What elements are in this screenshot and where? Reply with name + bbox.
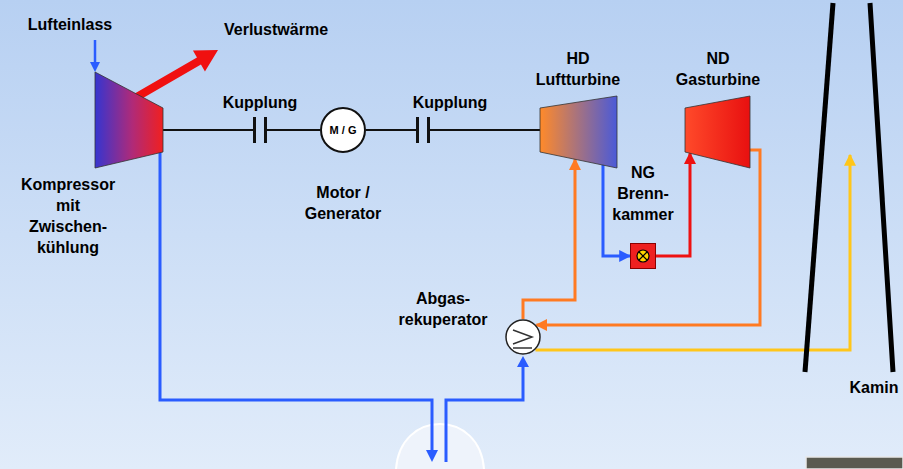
air-pipe-to-cavern (160, 150, 432, 452)
heated-air-pipe (523, 159, 575, 319)
combustor: NG Brenn- kammer (630, 243, 656, 269)
node-label: NG Brenn- kammer (612, 162, 673, 225)
air-inlet-arrowhead (90, 62, 100, 72)
compressor: Kompressor mit Zwischen- kühlung (95, 72, 163, 168)
node-label: Kompressor mit Zwischen- kühlung (21, 174, 115, 258)
recuperator: Abgas- rekuperator (505, 319, 541, 355)
clutch-plate (253, 117, 256, 143)
lp-gas-turbine-shape (685, 96, 750, 168)
heat-exchanger-circle (506, 320, 540, 354)
turbine-body (540, 96, 617, 168)
inlet-label: Lufteinlass (28, 14, 112, 35)
motor-generator: M / GMotor / Generator (320, 107, 366, 153)
hp-air-turbine: HD Luftturbine (540, 96, 617, 168)
heat-loss-arrow (133, 50, 218, 102)
clutch-gap (256, 126, 264, 134)
clutch-gap (419, 126, 427, 134)
chimney-wall (870, 3, 893, 372)
chimney-wall (805, 3, 833, 372)
clutch-label: Kupplung (413, 92, 488, 113)
lp-gas-turbine: ND Gasturbine (685, 96, 750, 168)
burner-symbol (637, 250, 649, 262)
node-label: HD Luftturbine (536, 48, 620, 90)
chimney: Kamin (800, 3, 897, 375)
machine-circle (321, 108, 365, 152)
shaft (163, 129, 320, 131)
flue-gas-pipe (535, 155, 850, 350)
node-label: Kamin (850, 377, 899, 398)
node-label: Abgas- rekuperator (399, 288, 488, 330)
air-pipe-arrowhead (426, 450, 438, 462)
hot-gas-pipe (656, 153, 690, 256)
clutch-label: Kupplung (223, 92, 298, 113)
burner-symbol (639, 252, 647, 260)
symbol-text: M / G (330, 123, 357, 137)
chimney-shape (800, 3, 897, 375)
cavern (396, 424, 484, 469)
clutch-plate (427, 117, 430, 143)
combustor-box (631, 244, 656, 269)
hp-air-turbine-shape (540, 96, 617, 168)
heat-loss-label: Verlustwärme (224, 19, 328, 40)
node-label: ND Gasturbine (676, 48, 760, 90)
air-pipe-arrowhead (517, 356, 529, 367)
clutch-plate (264, 117, 267, 143)
air-inlet-line (94, 40, 97, 64)
compressor-shape (95, 72, 163, 168)
shaft (366, 129, 540, 131)
heat-exchanger-symbol (513, 330, 532, 348)
combustor-shape (630, 243, 656, 269)
clutch-plate (416, 117, 419, 143)
photo-thumbnail (806, 457, 903, 469)
node-label: Motor / Generator (297, 182, 389, 224)
compressor-body (95, 72, 163, 168)
air-pipe-from-cavern (446, 366, 523, 462)
recuperator-shape (505, 319, 541, 355)
turbine-body (685, 96, 750, 168)
